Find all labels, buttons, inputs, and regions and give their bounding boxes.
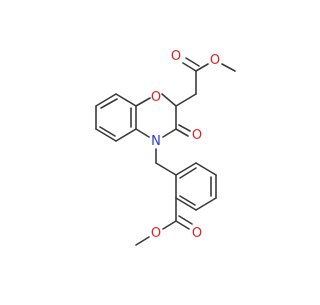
bonds — [95, 57, 236, 246]
bond-ar-2 — [195, 162, 217, 176]
bond-benz-4 — [115, 128, 137, 142]
bond-c2-ch2 — [175, 93, 197, 107]
atom-lactam-carbonyl-oxygen: O — [192, 128, 202, 143]
atom-top-ester-carbonyl-oxygen: O — [171, 49, 181, 64]
bond-top-ester-co-a — [182, 62, 197, 72]
bond-ar-5-inner — [179, 195, 196, 206]
atom-bottom-ester-carbonyl-oxygen: O — [192, 226, 202, 241]
bond-bottom-ester-c-o — [162, 220, 177, 230]
bond-n4-c4a — [135, 128, 150, 138]
bond-bottom-ester-o-me — [135, 236, 150, 246]
bond-benz-1 — [95, 93, 117, 107]
bond-c3-o-double-a — [175, 128, 189, 137]
bond-ar-5 — [175, 197, 197, 211]
atom-ring-oxygen: O — [151, 90, 161, 105]
molecule-svg: O N O O O O O — [95, 49, 236, 246]
bond-o1-c2 — [161, 93, 177, 107]
bond-ar-4 — [195, 197, 217, 211]
bond-benz-2 — [115, 93, 137, 107]
bond-bottom-ester-co-a — [175, 220, 190, 230]
atom-top-ester-methoxy-oxygen: O — [210, 53, 220, 68]
bond-benz-5 — [95, 128, 117, 142]
bond-c8a-o1 — [135, 97, 151, 107]
atom-bottom-ester-methoxy-oxygen: O — [151, 226, 161, 241]
bond-benz-1-inner — [100, 98, 118, 109]
bond-c3-n4 — [162, 128, 177, 138]
bond-benz-5-inner — [99, 126, 116, 137]
bond-top-ester-co-b — [185, 57, 200, 67]
bond-ar-1 — [175, 162, 197, 176]
atom-labels: O N O O O O O — [151, 49, 220, 241]
bond-bottom-ester-co-b — [178, 215, 193, 225]
bond-ar-1-inner — [179, 167, 197, 179]
molecule-diagram: O N O O O O O — [95, 49, 236, 246]
bond-top-ester-o-me — [221, 63, 236, 72]
bond-top-ester-c-o — [195, 63, 209, 72]
bond-ch2-ar — [155, 162, 177, 176]
atom-ring-nitrogen: N — [151, 134, 161, 149]
bond-c3-o-double-b — [178, 124, 191, 132]
